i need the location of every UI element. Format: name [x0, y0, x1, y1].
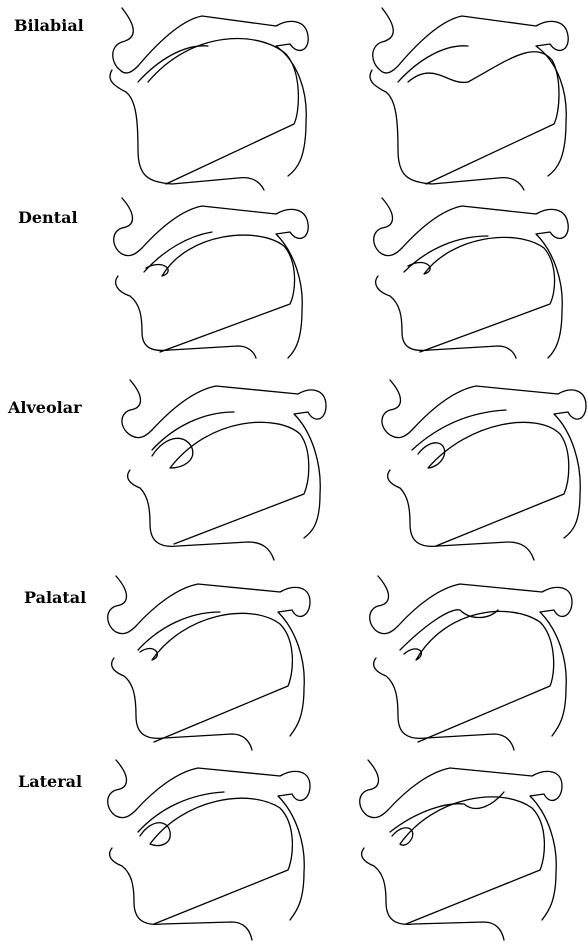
- palatal-left-tongue: [140, 613, 292, 742]
- palatal-left-jaw: [112, 658, 252, 750]
- dental-right-palate: [402, 206, 568, 358]
- dental-left-tongue: [146, 235, 295, 352]
- dental-right-nose-upper-lip: [374, 198, 402, 256]
- bilabial-right-jaw: [370, 70, 524, 190]
- bilabial-left-jaw: [110, 70, 264, 190]
- bilabial-left-nose-upper-lip: [113, 8, 138, 73]
- alveolar-right-tongue: [418, 422, 569, 546]
- bilabial-left-vocal-tract: [108, 0, 323, 190]
- palatal-right-velum: [400, 610, 498, 650]
- lateral-left-nose-upper-lip: [108, 760, 136, 818]
- row-label-alveolar: Alveolar: [8, 398, 82, 417]
- palatal-right-tongue: [404, 611, 554, 742]
- palatal-left-velum: [138, 612, 220, 650]
- bilabial-right-vocal-tract: [368, 0, 583, 190]
- dental-right-jaw: [376, 276, 516, 358]
- row-label-palatal: Palatal: [24, 588, 86, 607]
- dental-left-jaw: [116, 276, 256, 358]
- palatal-right-vocal-tract: [362, 568, 577, 758]
- lateral-right-velum: [390, 792, 504, 832]
- palatal-left-vocal-tract: [100, 568, 315, 758]
- alveolar-left-tongue: [152, 422, 309, 544]
- dental-left-velum: [144, 232, 212, 272]
- bilabial-right-palate: [398, 16, 568, 176]
- alveolar-left-nose-upper-lip: [122, 380, 152, 438]
- alveolar-left-vocal-tract: [118, 376, 333, 566]
- palatal-left-nose-upper-lip: [108, 576, 136, 634]
- bilabial-left-velum: [138, 46, 208, 82]
- alveolar-left-palate: [152, 386, 326, 538]
- dental-left-palate: [142, 206, 308, 358]
- dental-right-vocal-tract: [368, 192, 583, 372]
- lateral-left-tongue: [140, 798, 292, 924]
- alveolar-left-jaw: [128, 470, 274, 560]
- bilabial-left-tongue: [148, 39, 298, 184]
- alveolar-right-palate: [412, 386, 586, 538]
- dental-left-vocal-tract: [108, 192, 323, 372]
- row-label-lateral: Lateral: [18, 772, 82, 791]
- row-label-dental: Dental: [18, 208, 78, 227]
- alveolar-right-nose-upper-lip: [382, 380, 412, 438]
- alveolar-right-vocal-tract: [378, 376, 588, 566]
- lateral-right-jaw: [362, 848, 504, 940]
- lateral-right-nose-upper-lip: [360, 760, 388, 818]
- bilabial-right-velum: [398, 46, 468, 82]
- bilabial-right-tongue: [408, 52, 559, 184]
- bilabial-right-nose-upper-lip: [373, 8, 398, 73]
- palatal-right-jaw: [374, 658, 514, 750]
- row-label-bilabial: Bilabial: [14, 16, 84, 35]
- lateral-left-velum: [138, 792, 224, 832]
- dental-left-nose-upper-lip: [114, 198, 142, 256]
- lateral-right-vocal-tract: [352, 752, 567, 942]
- lateral-left-vocal-tract: [100, 752, 315, 942]
- dental-right-tongue: [408, 237, 555, 352]
- lateral-left-jaw: [110, 848, 252, 940]
- lateral-right-palate: [388, 768, 562, 920]
- lateral-left-palate: [136, 768, 310, 920]
- palatal-right-nose-upper-lip: [370, 576, 398, 634]
